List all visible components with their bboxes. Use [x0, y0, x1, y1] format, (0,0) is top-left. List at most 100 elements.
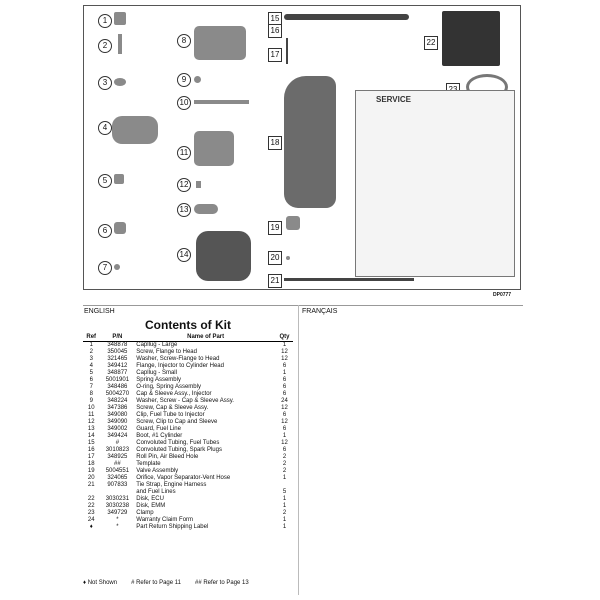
cell-name: Convoluted Tubing, Fuel Tubes: [136, 440, 220, 446]
callout-6: 6: [98, 224, 112, 238]
cell-ref: 4: [89, 363, 93, 369]
cell-qty: 1: [282, 496, 287, 502]
cell-qty: [276, 482, 293, 489]
cell-pn: 348224: [107, 398, 128, 404]
cell-qty: 6: [282, 363, 287, 369]
cell-qty: 5: [282, 489, 287, 495]
table-row: 8 5004270 Cap & Sleeve Assy., Injector 6: [83, 391, 293, 398]
cell-qty: 6: [282, 412, 287, 418]
cell-name: Screw, Cap & Sleeve Assy.: [136, 405, 209, 411]
cell-qty: 1: [282, 517, 287, 523]
header-english: ENGLISH: [84, 308, 115, 315]
cell-name: Clamp: [136, 510, 154, 516]
cell-ref: 22: [87, 503, 95, 509]
callout-16: 16: [268, 24, 282, 38]
cell-ref: 7: [89, 384, 93, 390]
callout-8: 8: [177, 34, 191, 48]
cell-qty: 6: [282, 377, 287, 383]
cell-name: Valve Assembly: [136, 468, 179, 474]
cell-ref: 6: [89, 377, 93, 383]
figure-code: DP0777: [493, 292, 512, 298]
cell-ref: 18: [87, 461, 95, 467]
cell-qty: 12: [281, 356, 288, 362]
cell-name: Orifice, Vapor Separator-Vent Hose: [136, 475, 231, 481]
cell-qty: 12: [281, 419, 288, 425]
cell-pn: *: [116, 524, 119, 530]
cell-ref: 21: [87, 482, 95, 488]
cell-pn: 321465: [107, 356, 128, 362]
cell-pn: [99, 489, 135, 496]
cell-ref: 11: [88, 412, 95, 418]
cell-pn: 349090: [107, 419, 128, 425]
cell-pn: 348486: [107, 384, 128, 390]
capplug-large: [114, 12, 126, 25]
cell-ref: 10: [87, 405, 95, 411]
spring-assembly: [114, 222, 126, 234]
cell-pn: 348878: [107, 342, 128, 348]
legend-page-13: ## Refer to Page 13: [195, 580, 249, 586]
callout-22: 22: [424, 36, 438, 50]
cell-pn: 5001901: [105, 377, 130, 383]
boot: [196, 231, 251, 281]
cell-qty: 1: [282, 503, 287, 509]
callout-1: 1: [98, 14, 112, 28]
column-divider: [298, 305, 299, 595]
cell-pn: 347386: [107, 405, 128, 411]
contents-title: Contents of Kit: [145, 318, 231, 332]
cell-ref: [83, 489, 99, 496]
cell-ref: 20: [87, 475, 95, 481]
cell-pn: 349080: [107, 412, 128, 418]
cell-qty: 12: [281, 349, 288, 355]
cell-name: Cap & Sleeve Assy., Injector: [136, 391, 212, 397]
cell-ref: 5: [89, 370, 93, 376]
cell-pn: 5004270: [105, 391, 130, 397]
callout-12: 12: [177, 178, 191, 192]
cell-name: Disk, ECU: [136, 496, 164, 502]
cell-qty: 6: [282, 391, 287, 397]
cell-name: Roll Pin, Air Bleed Hole: [136, 454, 199, 460]
cell-qty: 2: [282, 461, 287, 467]
cell-pn: 5004551: [105, 468, 130, 474]
clip: [194, 131, 234, 166]
callout-17: 17: [268, 48, 282, 62]
screw-long: [194, 100, 249, 104]
table-header-row: Ref P/N Name of Part Qty: [83, 334, 293, 342]
table-row: and Fuel Lines 5: [83, 489, 293, 496]
cell-name: Disk, EMM: [136, 503, 166, 509]
cell-pn: 348877: [107, 370, 128, 376]
o-ring: [114, 264, 120, 270]
cell-pn: 349412: [107, 363, 128, 369]
cell-name: Flange, Injector to Cylinder Head: [136, 363, 224, 369]
callout-19: 19: [268, 221, 282, 235]
cell-qty: 1: [282, 342, 287, 348]
callout-21: 21: [268, 274, 282, 288]
cell-name: O-ring, Spring Assembly: [136, 384, 201, 390]
capplug-small: [114, 174, 124, 184]
cell-name: Capllug - Small: [136, 370, 177, 376]
cell-ref: 3: [89, 356, 93, 362]
disk: [442, 11, 500, 66]
cell-name: and Fuel Lines: [136, 489, 176, 495]
warranty-claim-form: SERVICE: [355, 90, 515, 277]
cell-ref: 8: [89, 391, 93, 397]
callout-7: 7: [98, 261, 112, 275]
form-brand: SERVICE: [376, 95, 411, 104]
callout-5: 5: [98, 174, 112, 188]
cell-name: Warranty Claim Form: [136, 517, 194, 523]
callout-3: 3: [98, 76, 112, 90]
cell-qty: 2: [282, 510, 287, 516]
cell-name: Part Return Shipping Label: [136, 524, 209, 530]
cell-name: Screw, Clip to Cap and Sleeve: [136, 419, 218, 425]
cell-pn: *: [116, 517, 119, 523]
cell-pn: ##: [114, 461, 121, 467]
